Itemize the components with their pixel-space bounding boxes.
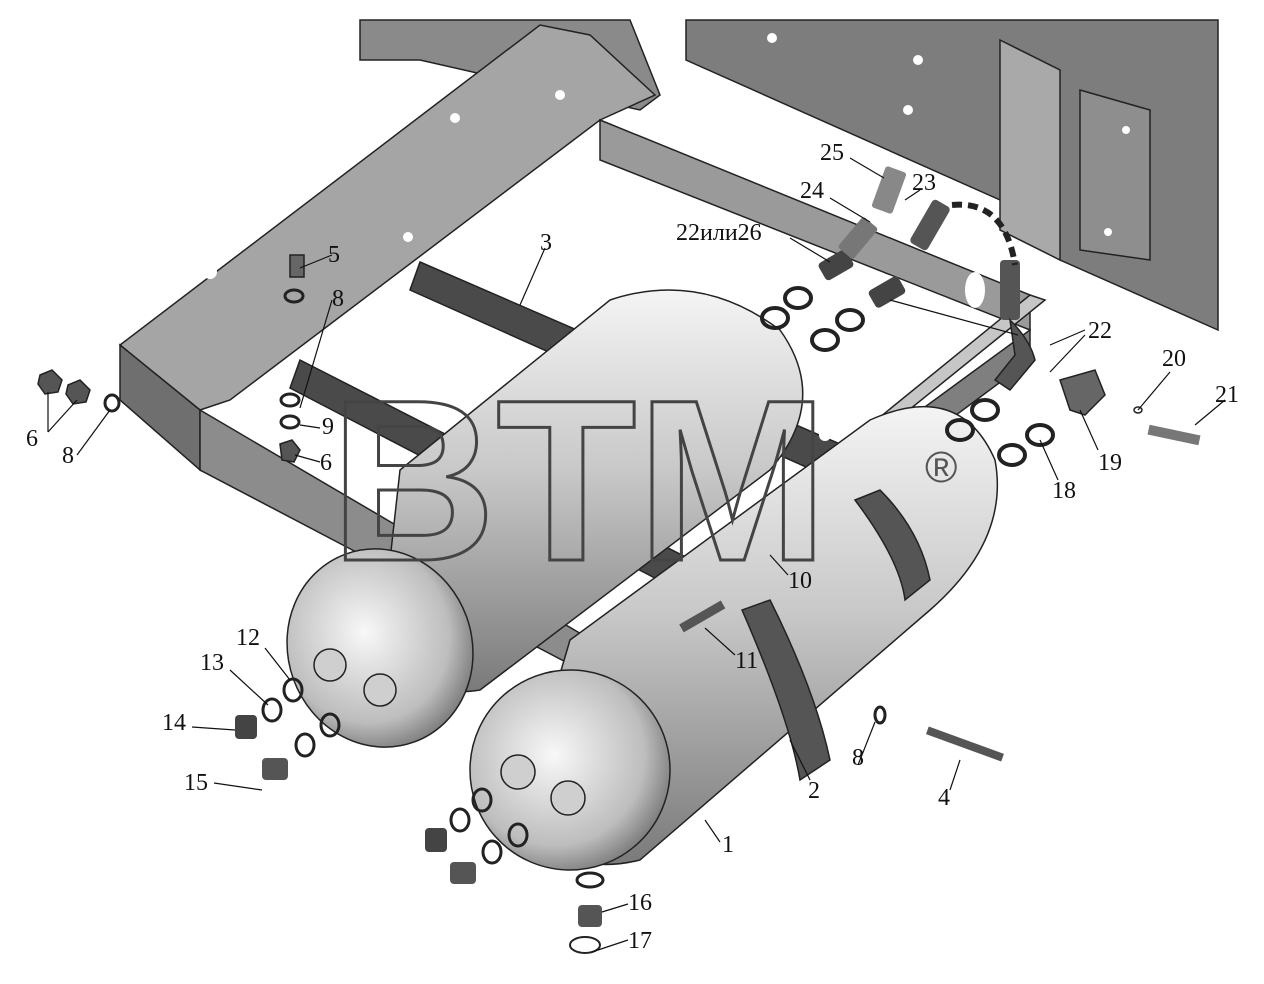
callout-8b: 8 <box>332 286 344 312</box>
callout-8a: 8 <box>62 443 74 469</box>
callout-18: 18 <box>1052 478 1076 504</box>
callout-15: 15 <box>184 770 208 796</box>
callouts: 1 2 3 4 5 6 6 8 8 8 9 10 11 12 13 14 15 … <box>26 140 1239 954</box>
callout-12: 12 <box>236 625 260 651</box>
callout-20: 20 <box>1162 346 1186 372</box>
callout-23: 23 <box>912 170 936 196</box>
callout-22-or-26: 22или26 <box>676 220 762 246</box>
callout-2: 2 <box>808 778 820 804</box>
callout-22: 22 <box>1088 318 1112 344</box>
watermark-registered: ® <box>925 443 957 492</box>
watermark: BTM ® <box>329 351 958 611</box>
air-tank-rear <box>286 289 804 748</box>
callout-5: 5 <box>328 242 340 268</box>
watermark-text: BTM <box>330 352 828 609</box>
leader-lines <box>47 157 1226 953</box>
air-tank-front <box>469 405 999 871</box>
callout-6b: 6 <box>320 450 332 476</box>
callout-11: 11 <box>735 648 758 674</box>
callout-10: 10 <box>788 568 812 594</box>
callout-16: 16 <box>628 890 652 916</box>
callout-13: 13 <box>200 650 224 676</box>
callout-25: 25 <box>820 140 844 166</box>
callout-14: 14 <box>162 710 186 736</box>
callout-9: 9 <box>322 414 334 440</box>
callout-19: 19 <box>1098 450 1122 476</box>
small-parts <box>37 166 1201 954</box>
callout-1: 1 <box>722 832 734 858</box>
callout-4: 4 <box>938 785 950 811</box>
callout-21: 21 <box>1215 382 1239 408</box>
callout-17: 17 <box>628 928 652 954</box>
callout-24: 24 <box>800 178 824 204</box>
callout-8c: 8 <box>852 745 864 771</box>
frame-rail <box>685 19 1219 332</box>
callout-6a: 6 <box>26 426 38 452</box>
callout-3: 3 <box>540 230 552 256</box>
